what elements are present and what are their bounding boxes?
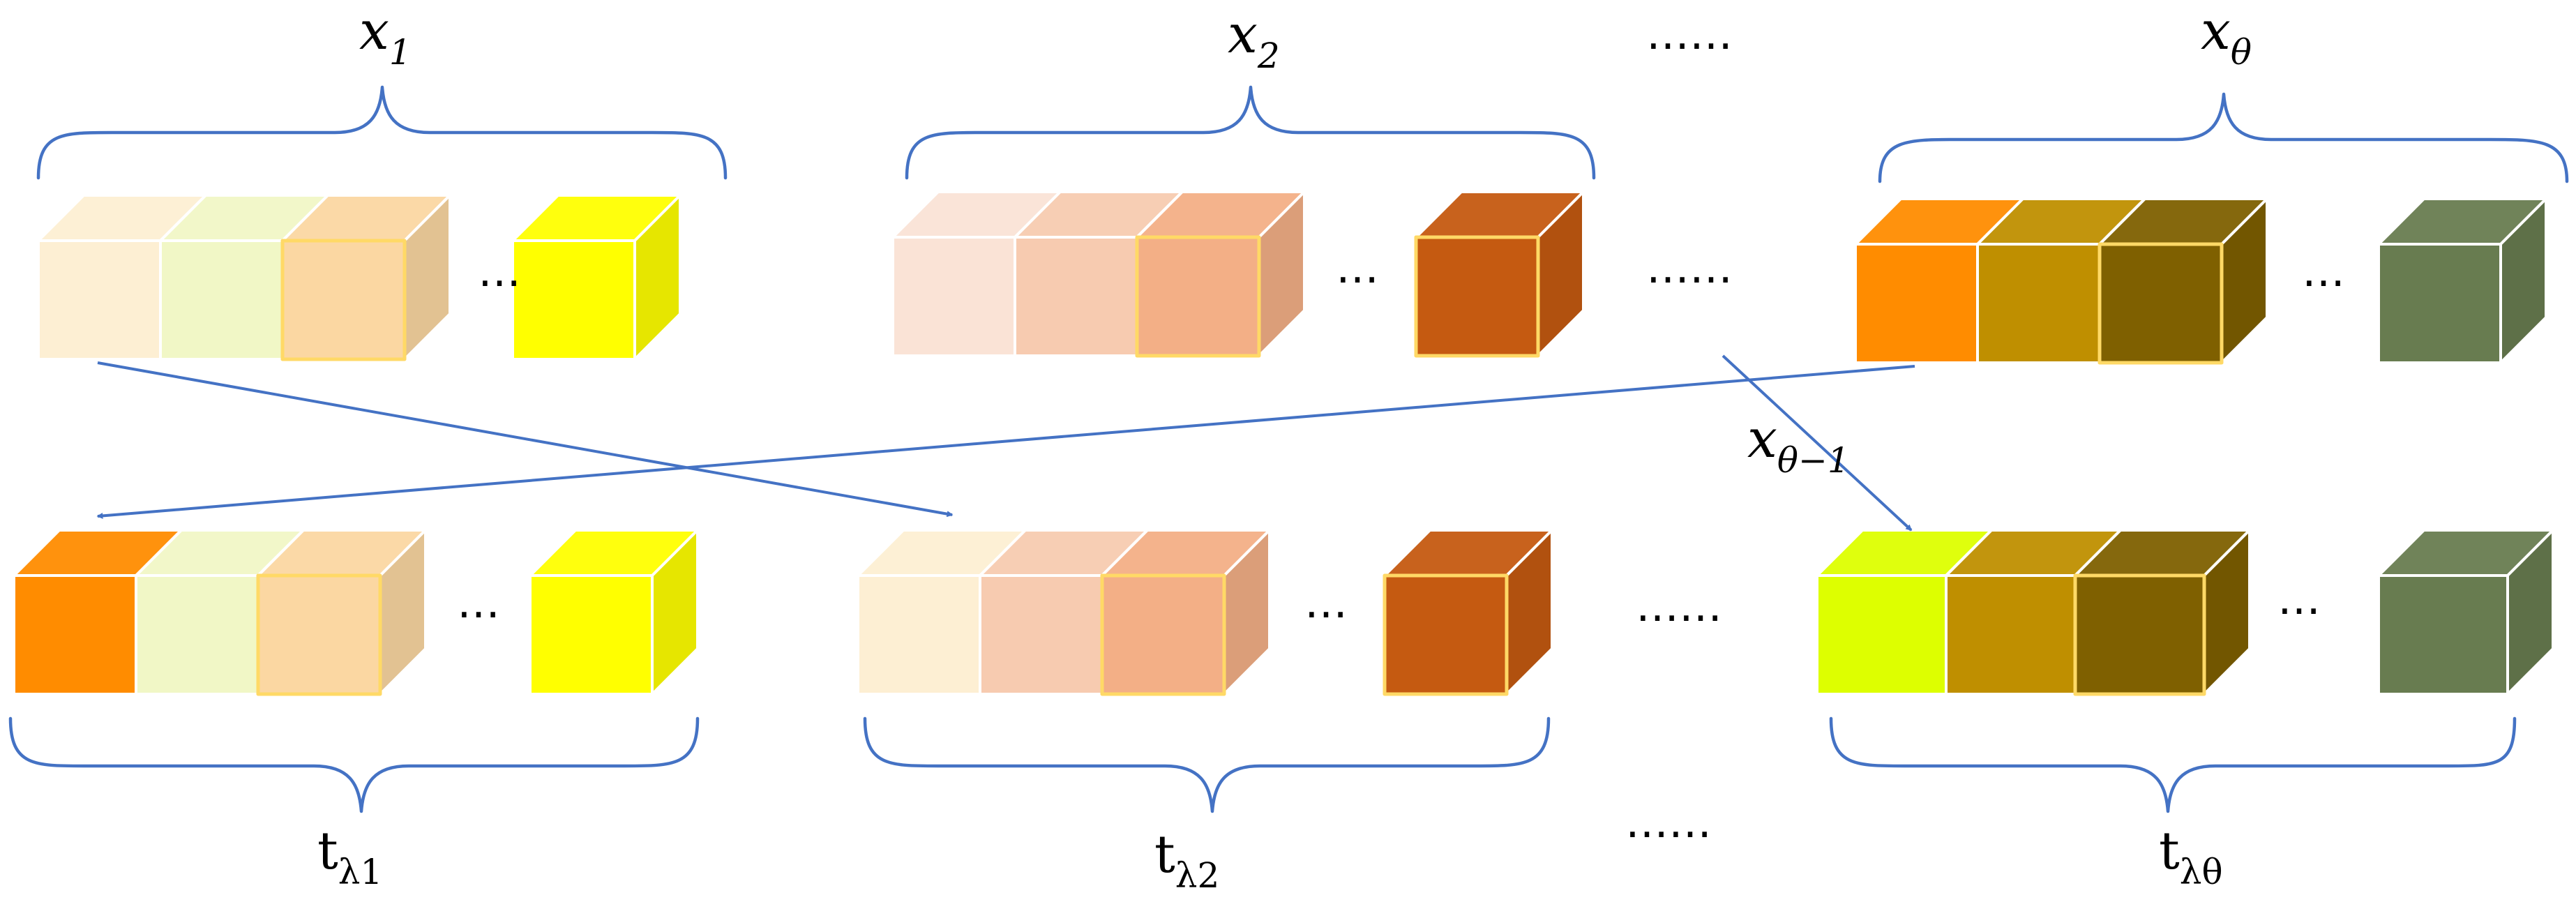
cube-x1-2-front	[159, 239, 284, 361]
cube-xtheta-last	[2377, 197, 2547, 364]
cube-t1-3-front	[256, 573, 382, 696]
cube-x1-1-front	[37, 239, 162, 361]
cube-t2-last-front	[1383, 573, 1509, 696]
cube-x2-3	[1135, 190, 1306, 358]
label-t2: tλ2	[1154, 825, 1219, 896]
arrow-x1-to-t2	[97, 361, 954, 518]
cube-row-ttheta	[1816, 529, 2554, 696]
cube-ttheta-last-front	[2377, 574, 2509, 696]
cube-ttheta-3-front	[2073, 573, 2206, 696]
brace-t1	[8, 716, 700, 813]
cube-row-t1	[13, 529, 699, 696]
ellipsis-t1: …	[457, 577, 500, 628]
label-ttheta: tλθ	[2159, 821, 2223, 892]
cube-xtheta-last-front	[2377, 243, 2502, 364]
cube-t2-2-front	[979, 574, 1104, 696]
cube-x2-last	[1414, 190, 1585, 358]
cube-row-xtheta	[1854, 197, 2547, 365]
label-xtheta: xθ	[2201, 0, 2252, 73]
ellipsis-bottom-label: ……	[1625, 797, 1712, 848]
cube-x2-1-front	[891, 236, 1016, 357]
cube-t1-last-front	[529, 574, 654, 696]
cube-x2-last-front	[1414, 235, 1540, 358]
cube-t2-3-front	[1100, 573, 1226, 696]
label-x1: x1	[359, 0, 412, 73]
cube-t1-3	[256, 529, 427, 696]
ellipsis-x2: …	[1336, 242, 1379, 293]
cube-ttheta-1-front	[1816, 574, 1948, 696]
ellipsis-ttheta: …	[2277, 573, 2321, 624]
cube-xtheta-3	[2097, 197, 2268, 365]
brace-t2	[863, 716, 1551, 813]
cube-x1-last-front	[511, 239, 636, 361]
cube-ttheta-2-front	[1945, 574, 2077, 696]
brace-xtheta	[1878, 92, 2569, 183]
cube-t2-last	[1383, 529, 1553, 696]
cube-xtheta-1-front	[1854, 243, 1979, 364]
cube-row-x2	[891, 190, 1585, 358]
cube-t2-1-front	[857, 574, 981, 696]
ellipsis-top-row: ……	[1646, 242, 1733, 293]
cube-x1-last	[511, 194, 681, 361]
cube-x2-3-front	[1135, 235, 1261, 358]
label-xtheta-minus-1: xθ−1	[1747, 407, 1850, 481]
ellipsis-bottom-row: ……	[1636, 580, 1722, 631]
label-x2: x2	[1228, 3, 1280, 76]
cube-t1-2-front	[135, 574, 259, 696]
arrow-xtheta-to-t1	[96, 365, 1915, 519]
cube-x2-2-front	[1014, 236, 1138, 357]
cube-layer	[13, 190, 2554, 696]
cube-t1-1-front	[13, 574, 137, 696]
cube-row-t2	[857, 529, 1553, 696]
brace-ttheta	[1829, 716, 2517, 813]
label-t1: tλ1	[317, 821, 382, 892]
cube-t2-3	[1100, 529, 1271, 696]
cube-t1-last	[529, 529, 699, 696]
cube-xtheta-3-front	[2097, 242, 2224, 365]
cube-ttheta-last	[2377, 529, 2554, 696]
brace-x1	[36, 85, 728, 180]
cube-row-x1	[37, 194, 681, 361]
arrow-xtheta-minus-1-to-ttheta	[1722, 354, 1913, 532]
brace-x2	[905, 85, 1596, 180]
ellipsis-t2: …	[1304, 577, 1348, 628]
cube-xtheta-2-front	[1976, 243, 2101, 364]
ellipsis-xtheta: …	[2302, 246, 2345, 296]
cube-ttheta-3	[2073, 529, 2251, 696]
ellipsis-top-label: ……	[1646, 8, 1733, 59]
cube-x1-3	[280, 194, 451, 361]
cube-x1-3-front	[280, 239, 407, 361]
ellipsis-x1: …	[478, 246, 521, 296]
